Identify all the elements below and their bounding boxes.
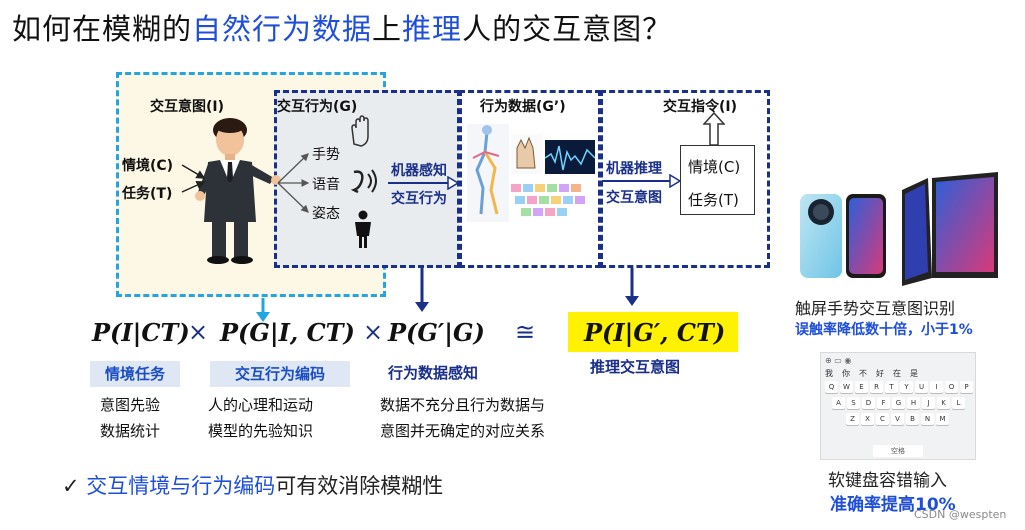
keyboard-toolbar: ⊕ ▭ ◉ [825,356,851,365]
keyboard-key[interactable]: D [862,397,875,409]
keyboard-space-key[interactable]: 空格 [873,445,923,457]
keyboard-key[interactable]: W [840,381,853,393]
title-part1: 如何在模糊的 [12,12,192,46]
context-label: 情境(C) [122,155,173,175]
intent-label: 交互意图(I) [150,96,224,116]
conclusion-part2: 可有效消除模糊性 [275,474,443,498]
keyboard-key[interactable]: N [921,413,934,425]
desc2-line2: 模型的先验知识 [208,418,313,444]
keyboard-key[interactable]: B [906,413,919,425]
keyboard-key[interactable]: P [960,381,973,393]
conclusion-part1: 交互情境与行为编码 [86,474,275,498]
task-label: 任务(T) [122,183,172,203]
tag-context-task: 情境任务 [90,361,180,387]
title-part3: 上 [372,12,402,46]
formula-times2: × [363,318,383,346]
action-arrows [276,148,312,218]
behavior-data-visual [463,118,599,228]
desc2-line1: 人的心理和运动 [208,392,313,418]
formula-term3: P(G′|G) [388,318,485,347]
keyboard-key[interactable]: U [915,381,928,393]
page-title: 如何在模糊的自然行为数据上推理人的交互意图？ [12,6,672,48]
hand-icon [348,114,374,148]
perception-bottom-label: 交互行为 [391,188,447,208]
watermark: CSDN @wespten [914,508,1006,521]
title-part5: 人的交互意图？ [462,12,672,46]
conclusion-line: ✓ 交互情境与行为编码可有效消除模糊性 [62,470,443,500]
posture-label: 姿态 [312,203,340,223]
reasoning-arrow [602,174,682,188]
title-part4: 推理 [402,12,462,46]
perception-arrow [388,176,460,190]
voice-icon [350,166,380,196]
formula-times1: × [188,318,208,346]
check-icon: ✓ [62,474,80,498]
title-part2: 自然行为数据 [192,12,372,46]
keyboard-key[interactable]: V [891,413,904,425]
keyboard-key[interactable]: J [922,397,935,409]
action-label: 交互行为(G) [277,96,357,116]
keyboard-caption: 软键盘容错输入 [828,466,947,491]
desc1-line1: 意图先验 [100,392,160,418]
keyboard-key[interactable]: F [877,397,890,409]
desc3-line1: 数据不充分且行为数据与 [380,392,545,418]
command-task-label: 任务(T) [688,189,739,210]
keyboard-key[interactable]: C [876,413,889,425]
keyboard-key[interactable]: X [861,413,874,425]
command-context-label: 情境(C) [688,156,740,177]
keyboard-key[interactable]: Q [825,381,838,393]
formula-term2: P(G|I, CT) [220,318,355,347]
tag-data-perception: 行为数据感知 [388,362,478,383]
desc3-line2: 意图并无确定的对应关系 [380,418,545,444]
voice-label: 语音 [312,174,340,194]
keyboard-key[interactable]: A [832,397,845,409]
gesture-label: 手势 [312,144,340,164]
keyboard-key[interactable]: M [936,413,949,425]
keyboard-key[interactable]: I [930,381,943,393]
reasoning-bottom-label: 交互意图 [606,187,662,207]
command-up-arrow [703,112,725,146]
formula-approx: ≅ [515,318,535,346]
keyboard-key[interactable]: Z [846,413,859,425]
tag-action-encoding: 交互行为编码 [210,361,350,387]
keyboard-candidate-row: 我你不好在是 [825,368,973,379]
keyboard-key[interactable]: S [847,397,860,409]
phone-caption: 触屏手势交互意图识别 [795,295,955,319]
keyboard-key[interactable]: O [945,381,958,393]
formula-term4: P(I|G′, CT) [584,318,725,347]
keyboard-key[interactable]: Y [900,381,913,393]
keyboard-key[interactable]: R [870,381,883,393]
keyboard-key[interactable]: L [952,397,965,409]
tag-infer-intent: 推理交互意图 [590,356,680,377]
phones-illustration [798,168,1003,290]
keyboard-key[interactable]: K [937,397,950,409]
desc1-line2: 数据统计 [100,418,160,444]
keyboard-key[interactable]: T [885,381,898,393]
phone-sub: 误触率降低数十倍，小于1% [795,319,973,339]
data-label: 行为数据(G’) [480,96,566,116]
command-label: 交互指令(I) [663,96,737,116]
context-arrows [180,160,210,200]
formula-term1: P(I|CT) [92,318,190,347]
posture-icon [352,210,374,250]
keyboard-key[interactable]: G [892,397,905,409]
keyboard-key[interactable]: H [907,397,920,409]
keyboard-key[interactable]: E [855,381,868,393]
